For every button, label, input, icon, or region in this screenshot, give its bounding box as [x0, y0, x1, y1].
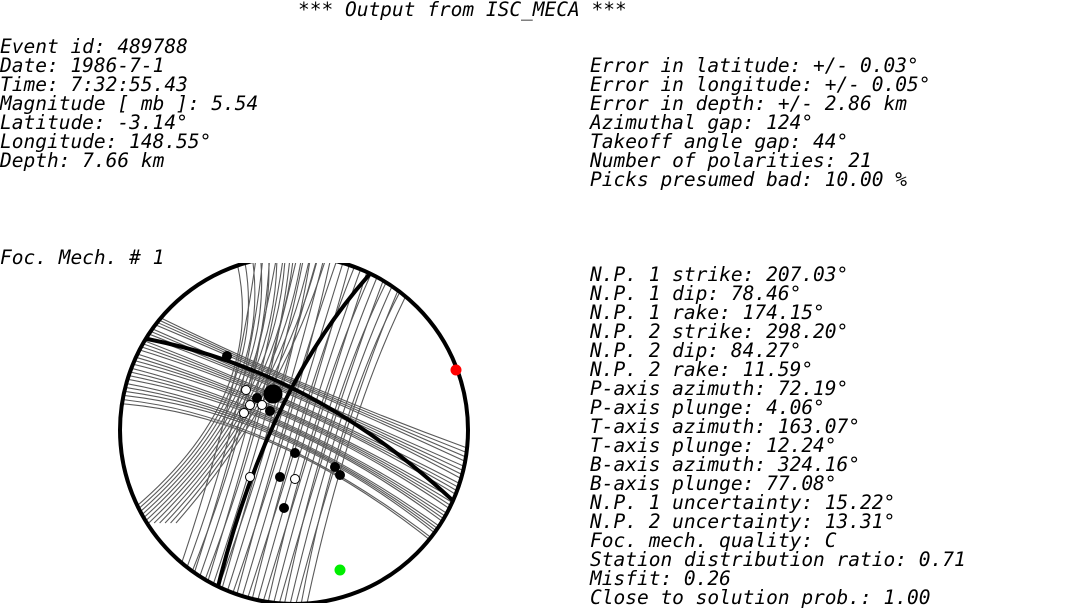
compression-polarity — [330, 462, 340, 472]
np2-strike: N.P. 2 strike: 298.20° — [590, 320, 849, 343]
number-of-polarities: Number of polarities: 21 — [590, 149, 872, 172]
t-axis-plunge: T-axis plunge: 12.24° — [590, 434, 837, 457]
mechanism-info: N.P. 1 strike: 207.03° N.P. 1 dip: 78.46… — [590, 263, 966, 609]
nodal-plane-solution-curve — [120, 358, 468, 532]
np1-dip: N.P. 1 dip: 78.46° — [590, 282, 802, 305]
focal-mechanism-beachball — [118, 263, 470, 603]
nodal-plane-solution-curve — [120, 345, 468, 516]
station-distribution-ratio: Station distribution ratio: 0.71 — [590, 548, 966, 571]
event-depth: Depth: 7.66 km — [0, 149, 165, 172]
nodal-plane-solution-curve — [238, 263, 345, 603]
nodal-plane-solution-curve — [120, 318, 468, 485]
nodal-plane-solution-curve — [182, 263, 277, 603]
dilatation-polarity — [239, 408, 249, 418]
event-time: Time: 7:32:55.43 — [0, 73, 188, 96]
nodal-plane-solution-curve — [120, 367, 468, 542]
nodal-plane-2-curve — [135, 335, 468, 515]
compression-polarity — [265, 406, 275, 416]
error-info: Error in latitude: +/- 0.03° Error in lo… — [590, 54, 931, 191]
event-magnitude: Magnitude [ mb ]: 5.54 — [0, 92, 259, 115]
polarity-markers — [222, 351, 462, 576]
compression-polarity — [275, 472, 285, 482]
compression-polarity — [222, 351, 232, 361]
nodal-plane-solution-curve — [132, 263, 263, 524]
nodal-plane-solution-curve — [120, 376, 468, 553]
nodal-plane-solution-curve — [120, 305, 468, 470]
event-info: Event id: 489788 Date: 1986-7-1 Time: 7:… — [0, 35, 259, 172]
dilatation-polarity — [241, 385, 251, 395]
nodal-plane-solution-curve — [120, 384, 468, 563]
dilatation-polarity — [245, 472, 255, 482]
p-axis-marker — [450, 364, 462, 376]
compression-polarity — [252, 393, 262, 403]
nodal-plane-solution-curve — [170, 263, 319, 524]
focal-mechanism-quality: Foc. mech. quality: C — [590, 529, 837, 552]
p-axis-azimuth: P-axis azimuth: 72.19° — [590, 377, 849, 400]
error-longitude: Error in longitude: +/- 0.05° — [590, 73, 931, 96]
nodal-plane-solution-curve — [120, 371, 468, 548]
nodal-plane-solution-curve — [120, 354, 468, 527]
compression-polarity — [290, 448, 300, 458]
b-axis-plunge: B-axis plunge: 77.08° — [590, 472, 837, 495]
nodal-plane-solution-curve — [126, 263, 256, 524]
picks-presumed-bad: Picks presumed bad: 10.00 % — [590, 168, 907, 191]
t-axis-azimuth: T-axis azimuth: 163.07° — [590, 415, 861, 438]
nodal-plane-solution-curve — [243, 263, 352, 603]
foc-mech-label: Foc. Mech. # 1 — [0, 246, 165, 269]
event-latitude: Latitude: -3.14° — [0, 111, 188, 134]
error-latitude: Error in latitude: +/- 0.03° — [590, 54, 919, 77]
nodal-plane-solution-curve — [137, 263, 270, 524]
nodal-plane-1-curve — [212, 263, 382, 603]
nodal-plane-solution-curve — [221, 263, 325, 603]
nodal-plane-solution-curve — [294, 263, 413, 603]
nodal-plane-solution-curve — [249, 263, 359, 603]
nodal-plane-solution-curve — [120, 389, 468, 568]
takeoff-angle-gap: Takeoff angle gap: 44° — [590, 130, 849, 153]
nodal-plane-solution-curve — [165, 263, 257, 603]
np2-dip: N.P. 2 dip: 84.27° — [590, 339, 802, 362]
nodal-plane-solution-curve — [120, 336, 468, 506]
dilatation-polarity — [245, 400, 255, 410]
nodal-plane-solution-curve — [288, 263, 407, 603]
error-depth: Error in depth: +/- 2.86 km — [590, 92, 907, 115]
nodal-plane-solution-curve — [176, 263, 271, 603]
nodal-plane-solution-curve — [120, 263, 243, 524]
dilatation-polarity — [257, 400, 267, 410]
np1-strike: N.P. 1 strike: 207.03° — [590, 263, 849, 286]
nodal-plane-solution-curve — [120, 327, 468, 496]
event-id: Event id: 489788 — [0, 35, 188, 58]
np1-rake: N.P. 1 rake: 174.15° — [590, 301, 825, 324]
misfit: Misfit: 0.26 — [590, 567, 731, 590]
nodal-plane-solution-curve — [120, 349, 468, 522]
nodal-plane-solution-curve — [120, 332, 468, 501]
compression-polarity — [279, 503, 289, 513]
compression-polarity — [263, 384, 283, 404]
close-to-solution-prob: Close to solution prob.: 1.00 — [590, 586, 931, 609]
nodal-plane-solution-curve — [148, 263, 286, 524]
nodal-plane-solution-curve — [266, 263, 379, 603]
event-date: Date: 1986-7-1 — [0, 54, 165, 77]
b-axis-azimuth: B-axis azimuth: 324.16° — [590, 453, 861, 476]
t-axis-marker — [334, 564, 346, 576]
nodal-plane-solution-curve — [193, 263, 291, 603]
nodal-plane-solution-curve — [121, 263, 250, 524]
output-title: *** Output from ISC_MECA *** — [298, 0, 627, 21]
p-axis-plunge: P-axis plunge: 4.06° — [590, 396, 825, 419]
np2-rake: N.P. 2 rake: 11.59° — [590, 358, 814, 381]
event-longitude: Longitude: 148.55° — [0, 130, 212, 153]
nodal-plane-solution-curve — [120, 314, 468, 480]
np1-uncertainty: N.P. 1 uncertainty: 15.22° — [590, 491, 896, 514]
nodal-plane-solution-curve — [120, 380, 468, 558]
nodal-plane-solution-curve — [120, 362, 468, 537]
nodal-plane-solution-curve — [260, 263, 373, 603]
focal-sphere-outline — [118, 263, 470, 603]
nodal-plane-solution-curve — [120, 301, 468, 464]
nodal-plane-solution-curve — [142, 263, 278, 524]
dilatation-polarity — [290, 474, 300, 484]
np2-uncertainty: N.P. 2 uncertainty: 13.31° — [590, 510, 896, 533]
nodal-plane-solution-curve — [153, 263, 294, 524]
azimuthal-gap: Azimuthal gap: 124° — [590, 111, 814, 134]
compression-polarity — [335, 470, 345, 480]
